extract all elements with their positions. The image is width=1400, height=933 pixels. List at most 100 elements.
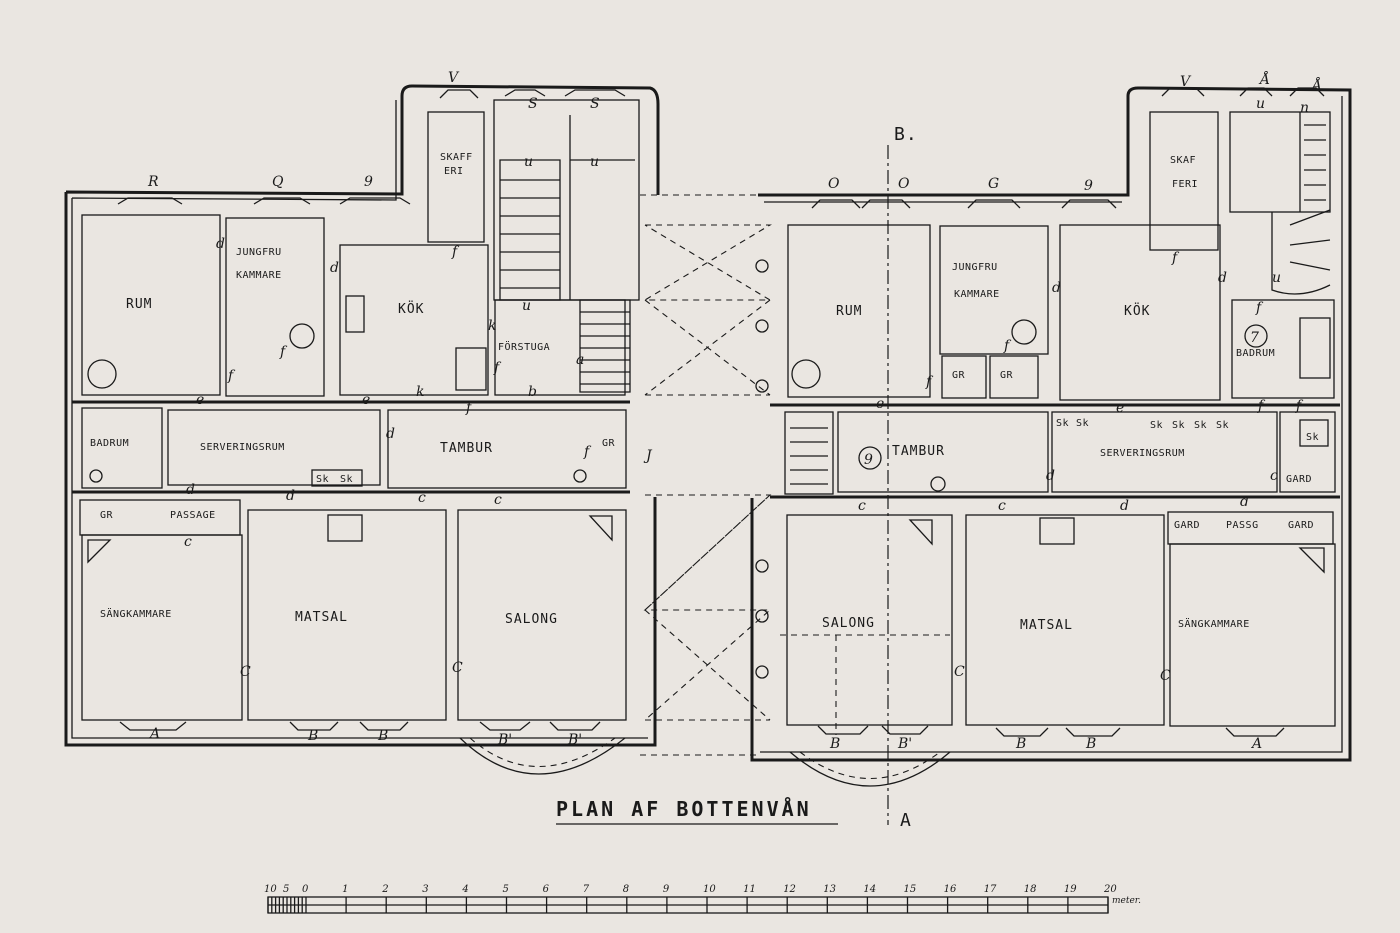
- door-mark: C: [1160, 668, 1171, 684]
- cupboard-label: Sk: [1150, 420, 1163, 431]
- room-garderob-right-2: GARD: [1174, 520, 1200, 531]
- room-skafferi-right-2: FERI: [1172, 179, 1198, 190]
- room-garderob-right-3: GARD: [1288, 520, 1314, 531]
- window-mark-bottom: B: [307, 728, 318, 744]
- room-skafferi-left-2: ERI: [444, 166, 464, 177]
- right-wing-labels: RUM JUNGFRU KAMMARE GR GR KÖK SKAF FERI …: [316, 70, 1322, 752]
- door-mark: f: [583, 444, 592, 460]
- window-mark-bottom: A: [1250, 736, 1262, 752]
- stair-mark: u: [522, 298, 531, 314]
- scale-label: 4: [461, 884, 468, 895]
- room-tambur-left: TAMBUR: [440, 441, 493, 456]
- chimney-mark: V: [1180, 74, 1192, 90]
- left-wing-labels: RUM JUNGFRU KAMMARE KÖK SKAFF ERI FÖRSTU…: [90, 70, 653, 748]
- room-skafferi-right-1: SKAF: [1170, 155, 1196, 166]
- scale-label: 20: [1103, 884, 1117, 895]
- door-mark: C: [452, 660, 463, 676]
- window-mark-bottom: B': [897, 736, 912, 752]
- room-garderob-right-1: GARD: [1286, 474, 1312, 485]
- door-mark: f: [465, 400, 474, 416]
- door-mark: f: [1257, 398, 1266, 414]
- room-gr-left-1: GR: [602, 438, 616, 449]
- room-rum-left: RUM: [126, 297, 152, 312]
- scale-label: 18: [1024, 884, 1037, 895]
- right-wing: [750, 86, 1352, 787]
- room-jungfru-right-1: JUNGFRU: [952, 262, 998, 273]
- door-mark: e: [196, 392, 204, 408]
- room-forstuga: FÖRSTUGA: [498, 340, 550, 353]
- window-mark-bottom: A: [148, 726, 160, 742]
- scale-label: 1: [342, 884, 348, 895]
- left-wing: [64, 84, 660, 775]
- scale-label: 16: [944, 884, 957, 895]
- scale-label: 5: [283, 884, 289, 895]
- cupboard-label: Sk: [1216, 420, 1229, 431]
- door-mark: d: [1240, 494, 1249, 510]
- scale-unit: meter.: [1112, 896, 1141, 906]
- door-mark: k: [416, 384, 424, 400]
- door-mark: a: [576, 352, 584, 368]
- stair-mark: u: [1256, 96, 1265, 112]
- circled-number-marker: [1244, 324, 1268, 348]
- room-gr-right-1: GR: [952, 370, 966, 381]
- window-mark-bottom: B': [497, 732, 512, 748]
- room-salong-right: SALONG: [822, 616, 875, 631]
- scale-label: 0: [302, 884, 309, 895]
- scale-label: 10: [703, 884, 716, 895]
- circled-number-marker: [858, 446, 882, 470]
- room-serveringsrum-right: SERVERINGSRUM: [1100, 448, 1185, 459]
- door-mark: f: [451, 244, 460, 260]
- right-wing-outer-wall: [750, 86, 1352, 762]
- scale-label: 9: [663, 884, 670, 895]
- scale-label: 8: [623, 884, 629, 895]
- cupboard-label: Sk: [1076, 418, 1089, 429]
- room-jungfru-left-2: KAMMARE: [236, 270, 282, 281]
- door-mark: f: [1171, 250, 1180, 266]
- window-mark-bottom: B: [377, 728, 388, 744]
- door-mark: f: [227, 368, 236, 384]
- door-mark: k: [488, 318, 496, 334]
- door-mark: d: [1052, 280, 1061, 296]
- room-passage-left: PASSAGE: [170, 510, 216, 521]
- door-mark: f: [1003, 338, 1012, 354]
- window-mark-bottom: B': [567, 732, 582, 748]
- cupboard-label: Sk: [340, 474, 353, 485]
- room-sangkammare-right: SÄNGKAMMARE: [1178, 617, 1250, 630]
- door-mark: C: [954, 664, 965, 680]
- door-mark: f: [279, 344, 288, 360]
- door-mark: f: [493, 360, 502, 376]
- door-mark: d: [286, 488, 295, 504]
- scale-label: 12: [783, 884, 796, 895]
- stair-mark: u: [1272, 270, 1281, 286]
- door-mark: d: [386, 426, 395, 442]
- room-skafferi-left-1: SKAFF: [440, 152, 473, 163]
- door-mark: f: [1295, 398, 1304, 414]
- scale-label: 2: [381, 884, 388, 895]
- cupboard-label: Sk: [316, 474, 329, 485]
- circled-number: 9: [864, 452, 873, 468]
- window-mark-bottom: B: [1085, 736, 1096, 752]
- window-mark: 9: [1084, 178, 1093, 194]
- room-sangkammare-left: SÄNGKAMMARE: [100, 607, 172, 620]
- chimney-mark: Å: [1258, 70, 1270, 88]
- scale-label: 13: [823, 884, 836, 895]
- stair-mark: n: [1300, 100, 1309, 116]
- door-mark: c: [858, 498, 866, 514]
- stair-mark: u: [590, 154, 599, 170]
- room-serveringsrum-left: SERVERINGSRUM: [200, 442, 285, 453]
- door-mark: d: [1120, 498, 1129, 514]
- stair-mark: u: [524, 154, 533, 170]
- door-mark: c: [494, 492, 502, 508]
- scale-label: 6: [543, 884, 550, 895]
- door-mark: c: [418, 490, 426, 506]
- scale-label: 11: [743, 884, 756, 895]
- circled-number: 7: [1250, 330, 1259, 346]
- room-matsal-right: MATSAL: [1020, 618, 1073, 633]
- plan-title: PLAN AF BOTTENVÅN: [556, 797, 812, 821]
- room-kok-left: KÖK: [398, 300, 424, 317]
- window-mark: 9: [364, 174, 373, 190]
- room-kok-right: KÖK: [1124, 302, 1150, 319]
- chimney-mark: V: [448, 70, 460, 86]
